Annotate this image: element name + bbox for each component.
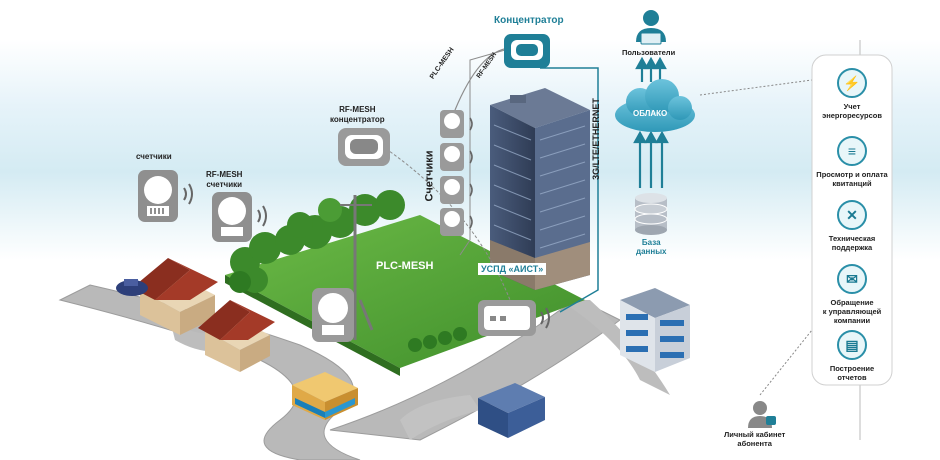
uspd-device [478, 300, 536, 336]
database-icon [634, 193, 668, 235]
cloud-icon [615, 79, 695, 132]
uspd-label: УСПД «АИСТ» [478, 263, 547, 275]
support-icon: ✕ [837, 200, 867, 230]
sidebar-item-receipts: ≡ Просмотр и оплата квитанций [802, 136, 902, 188]
user-icon [636, 10, 666, 45]
apartment-tower [490, 88, 590, 290]
shop-building [292, 372, 358, 420]
house-2 [198, 300, 275, 372]
receipt-icon: ≡ [837, 136, 867, 166]
personal-account-icon [748, 401, 776, 428]
sidebar-item-label: Техническая поддержка [828, 234, 876, 252]
meters-label: счетчики [136, 152, 172, 161]
sidebar-item-energy: ⚡ Учет энергоресурсов [802, 68, 902, 120]
sidebar-item-label: Обращение к управляющей компании [822, 298, 882, 325]
concentrator-label: Концентратор [494, 15, 564, 26]
arrows-cloud-users [635, 56, 667, 82]
database-label: База данных [636, 238, 667, 256]
rf-mesh-concentrator-device [338, 128, 390, 166]
concentrator-device [504, 34, 550, 68]
meter-left-device [138, 170, 178, 222]
report-icon: ▤ [837, 330, 867, 360]
request-icon: ✉ [837, 264, 867, 294]
wifi-signal-icon [257, 205, 267, 227]
plc-mesh-field-label: PLC-MESH [376, 260, 434, 272]
house-1 [132, 258, 218, 335]
warehouse-building [478, 383, 545, 438]
sidebar-item-label: Просмотр и оплата квитанций [816, 170, 888, 188]
road-right [560, 300, 670, 395]
personal-account-label: Личный кабинет абонента [724, 430, 786, 448]
plc-mesh-meter-device [312, 288, 354, 342]
sidebar-item-reports: ▤ Построение отчетов [802, 330, 902, 382]
wifi-signal-icon [469, 117, 473, 229]
users-label: Пользователи [622, 48, 676, 57]
wifi-signal-icon [540, 307, 550, 329]
wifi-signal-icon [183, 183, 193, 205]
sidebar-item-label: Построение отчетов [829, 364, 875, 382]
rf-mesh-meters-label: RF-MESH счетчики [206, 170, 243, 189]
car [116, 279, 148, 296]
rf-mesh-meter-device [212, 192, 252, 242]
cloud-label: ОБЛАКО [633, 109, 668, 118]
rf-mesh-concentrator-label: RF-MESH концентратор [330, 105, 385, 124]
sidebar-item-request: ✉ Обращение к управляющей компании [802, 264, 902, 325]
meters-vertical-label: Счетчики [423, 150, 436, 202]
road-warehouse [400, 395, 480, 440]
energy-meter-icon: ⚡ [837, 68, 867, 98]
sidebar-item-label: Учет энергоресурсов [822, 102, 882, 120]
arrows-db-cloud [633, 130, 669, 188]
sidebar-item-support: ✕ Техническая поддержка [802, 200, 902, 252]
stacked-meters [440, 110, 464, 236]
trees [229, 190, 467, 352]
utility-poles [340, 195, 374, 340]
link-label: 3G/LTE/ETHERNET [590, 98, 601, 180]
apartment-small [620, 288, 690, 372]
